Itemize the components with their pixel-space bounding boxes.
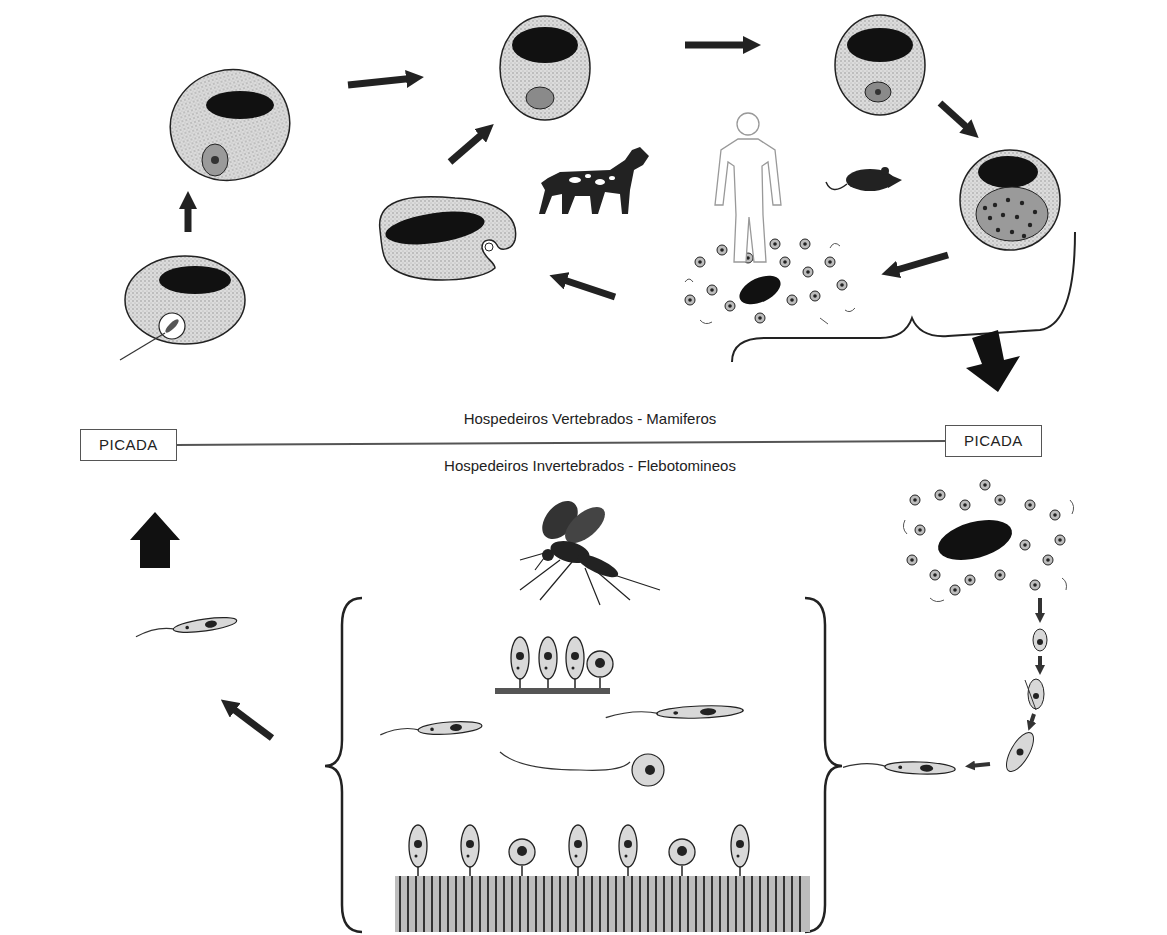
cycle-arrow (228, 705, 272, 738)
host-divider-line (177, 441, 945, 445)
human-outline (715, 113, 781, 262)
host-label: Hospedeiros Invertebrados - Flebotomineo… (442, 457, 738, 475)
picada-box: PICADA (945, 425, 1042, 457)
box-label: PICADA (964, 432, 1023, 450)
macrophage-amastigote (835, 15, 925, 115)
transmission-arrow (130, 512, 180, 568)
macrophage-phagocytosis (380, 197, 516, 280)
ruptured-macrophage (685, 238, 855, 325)
dog-silhouette (539, 147, 649, 214)
bracket (732, 232, 1075, 362)
midgut-microvilli (395, 825, 810, 932)
host-label: Hospedeiros Vertebrados - Mamiferos (462, 410, 719, 428)
sandfly (520, 494, 660, 605)
picada-box: PICADA (80, 429, 177, 461)
macrophage-vacuole (158, 56, 302, 193)
attached-forms (495, 637, 613, 694)
ingested-amastigotes (903, 480, 1073, 602)
transmission-arrow (966, 330, 1020, 392)
macrophage-amastigote (500, 16, 590, 120)
free-promastigotes (380, 704, 744, 786)
cycle-arrows (188, 45, 972, 297)
box-label: PICADA (99, 436, 158, 454)
transforming-forms (843, 598, 1047, 776)
metacyclic-promastigote (135, 615, 238, 641)
macrophage-full-vacuole (960, 150, 1060, 250)
rodent-silhouette (826, 167, 902, 191)
bracket (325, 598, 842, 932)
macrophage-infected-entry (120, 256, 245, 360)
